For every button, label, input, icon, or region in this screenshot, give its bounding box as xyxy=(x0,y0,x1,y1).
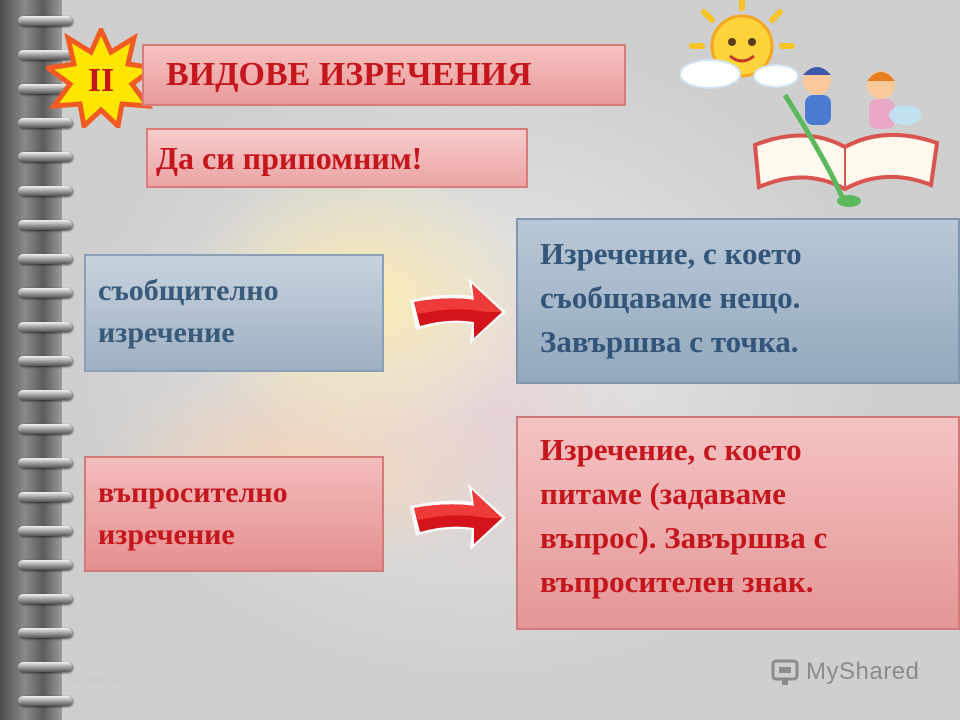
star-burst-icon: II xyxy=(46,28,156,128)
arrow-right-icon xyxy=(410,278,506,344)
source-url: http://edu.ucoz.ru xyxy=(68,676,146,687)
type-line: изречение xyxy=(98,518,235,551)
subtitle-text: Да си припомним! xyxy=(156,140,423,176)
binding-ring xyxy=(18,458,72,468)
section-number: II xyxy=(88,62,114,99)
binding-ring xyxy=(18,560,72,570)
binding-ring xyxy=(18,662,72,672)
binding-ring xyxy=(18,118,72,128)
children-reading-book-icon xyxy=(752,67,940,207)
page-title: ВИДОВЕ ИЗРЕЧЕНИЯ xyxy=(142,44,626,106)
binding-ring xyxy=(18,16,72,26)
binding-ring xyxy=(18,526,72,536)
definition-line: Завършва с точка. xyxy=(540,324,799,359)
binding-ring xyxy=(18,152,72,162)
binding-ring xyxy=(18,696,72,706)
watermark-text: MyShared xyxy=(806,658,920,685)
definition-line: питаме (задаваме xyxy=(540,476,787,511)
definition-line: Изречение, с което xyxy=(540,432,802,467)
binding-ring xyxy=(18,288,72,298)
myshared-watermark: MyShared xyxy=(770,652,930,696)
sun-icon xyxy=(680,0,799,89)
declarative-definition-box: Изречение, с което съобщаваме нещо. Завъ… xyxy=(516,218,960,384)
binding-ring xyxy=(18,220,72,230)
type-line: изречение xyxy=(98,316,235,349)
myshared-logo-icon xyxy=(771,659,799,685)
binding-ring xyxy=(18,492,72,502)
definition-line: въпрос). Завършва с xyxy=(540,520,828,555)
subtitle-box: Да си припомним! xyxy=(146,128,528,188)
page-title-text: ВИДОВЕ ИЗРЕЧЕНИЯ xyxy=(166,56,532,93)
type-line: съобщително xyxy=(98,274,279,307)
binding-ring xyxy=(18,50,72,60)
binding-ring xyxy=(18,84,72,94)
binding-ring xyxy=(18,424,72,434)
interrogative-sentence-box: въпросително изречение xyxy=(84,456,384,572)
interrogative-definition-box: Изречение, с което питаме (задаваме въпр… xyxy=(516,416,960,630)
binding-ring xyxy=(18,254,72,264)
definition-line: Изречение, с което xyxy=(540,236,802,271)
type-line: въпросително xyxy=(98,476,288,509)
binding-ring xyxy=(18,390,72,400)
definition-line: съобщаваме нещо. xyxy=(540,280,801,315)
binding-ring xyxy=(18,356,72,366)
arrow-right-icon xyxy=(410,484,506,550)
declarative-sentence-box: съобщително изречение xyxy=(84,254,384,372)
binding-ring xyxy=(18,186,72,196)
definition-line: въпросителен знак. xyxy=(540,564,814,599)
binding-ring xyxy=(18,322,72,332)
binding-ring xyxy=(18,594,72,604)
binding-ring xyxy=(18,628,72,638)
